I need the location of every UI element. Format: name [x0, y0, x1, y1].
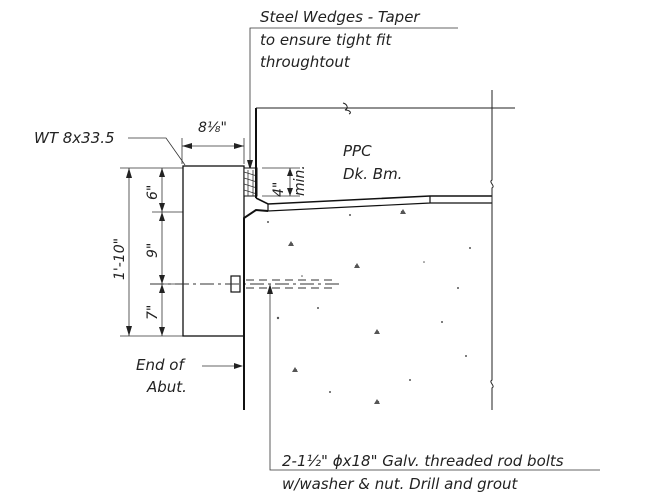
dim-overall-arrow-bot: [126, 326, 132, 336]
rod-leader-arrow: [267, 284, 273, 294]
dim-seg-top-text: 6": [145, 185, 161, 200]
abutment-break-right: [490, 90, 494, 410]
dim-min-arrow-bot: [287, 188, 293, 196]
rod-label-line2: w/washer & nut. Drill and grout: [282, 475, 519, 493]
rod-label-line1: 2-1½" ϕx18" Galv. threaded rod bolts: [282, 452, 564, 470]
end-abut-label-line2: Abut.: [146, 378, 187, 396]
wt-member: [182, 165, 245, 337]
dim-seg-arrow-5: [159, 284, 165, 293]
ppc-label-line1: PPC: [343, 142, 372, 160]
dim-seg-mid-text: 9": [145, 243, 161, 258]
steel-wedges-hatch: [243, 170, 258, 196]
wt-section-label: WT 8x33.5: [34, 129, 115, 147]
ppc-label-line2: Dk. Bm.: [343, 165, 402, 183]
end-abut-label-line1: End of: [136, 356, 186, 374]
rod-leader: [269, 286, 600, 471]
dim-seg-arrow-1: [159, 168, 165, 177]
dim-width-arrow-left: [182, 143, 192, 149]
concrete-stipple: [267, 209, 471, 404]
wedges-label-line1: Steel Wedges - Taper: [260, 8, 420, 26]
dim-seg-arrow-2: [159, 203, 165, 212]
bolt-rod-embedded: [246, 279, 336, 289]
wedges-label-line2: to ensure tight fit: [260, 31, 392, 49]
dim-seg-arrow-6: [159, 327, 165, 336]
dim-seg-arrow-3: [159, 212, 165, 221]
deck-beam-soffit: [255, 195, 492, 205]
dim-width-arrow-right: [234, 143, 244, 149]
wedges-leader-arrow: [247, 160, 253, 170]
abutment-face: [243, 208, 269, 410]
deck-beam-break-top: [342, 102, 351, 115]
dim-width-text: 8⅛": [198, 120, 227, 136]
dim-overall-text: 1'-10": [112, 238, 128, 280]
dim-min-note: min.: [292, 165, 308, 196]
wedges-leader: [249, 27, 458, 168]
dim-seg-arrow-4: [159, 275, 165, 284]
wedges-label-line3: throughtout: [260, 53, 351, 71]
dim-overall-arrow-top: [126, 168, 132, 178]
dim-min-arrow-top: [287, 168, 293, 176]
wt-leader: [128, 137, 186, 166]
dim-min-text: 4": [271, 182, 287, 197]
end-abut-leader-arrow: [234, 363, 243, 369]
deck-beam-bearing-pad: [267, 196, 492, 212]
dim-seg-bot-text: 7": [145, 305, 161, 320]
